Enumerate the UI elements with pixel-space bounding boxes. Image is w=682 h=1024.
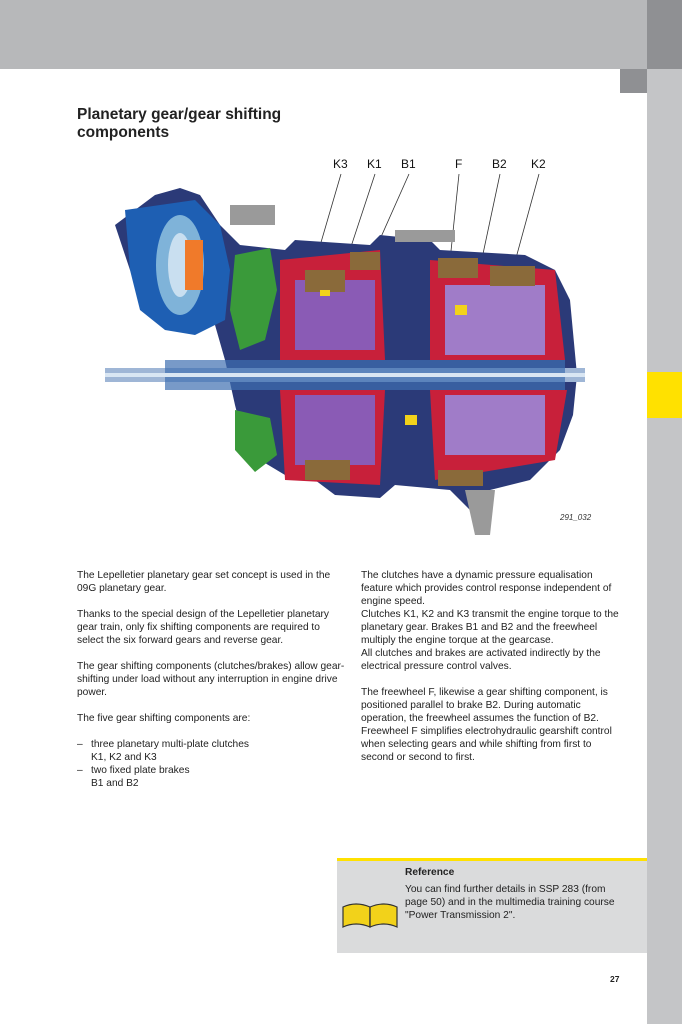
paragraph: Thanks to the special design of the Lepe… [77, 609, 330, 646]
label-f: F [455, 157, 462, 171]
page-number: 27 [610, 974, 620, 984]
paragraph: The gear shifting components (clutches/b… [77, 661, 345, 698]
header-notch [620, 69, 647, 93]
paragraph: The Lepelletier planetary gear set conce… [77, 570, 331, 594]
list-item-text: three planetary multi-plate clutches K1,… [91, 739, 249, 763]
paragraph: Clutches K1, K2 and K3 transmit the engi… [361, 609, 619, 646]
header-band [0, 0, 682, 69]
paragraph: The freewheel F, likewise a gear shiftin… [361, 687, 612, 763]
list-item: – two fixed plate brakes B1 and B2 [77, 764, 347, 790]
label-b2: B2 [492, 157, 507, 171]
paragraph: All clutches and brakes are activated in… [361, 648, 601, 672]
gearbox-cutaway-illustration: K3 K1 B1 F B2 K2 [105, 157, 585, 535]
chapter-tab [647, 372, 682, 418]
label-k3: K3 [333, 157, 348, 171]
reference-box: Reference You can find further details i… [337, 858, 647, 953]
paragraph: The clutches have a dynamic pressure equ… [361, 570, 612, 607]
page-title: Planetary gear/gear shifting components [77, 106, 282, 142]
paragraph: The five gear shifting components are: [77, 713, 251, 724]
margin-strip-top [647, 0, 682, 69]
reference-text: You can find further details in SSP 283 … [405, 884, 615, 921]
book-icon [342, 903, 398, 928]
label-k1: K1 [367, 157, 382, 171]
list-dash: – [77, 739, 83, 750]
figure-id: 291_032 [560, 513, 592, 522]
list-dash: – [77, 765, 83, 776]
reference-title: Reference [405, 867, 455, 878]
right-column: The clutches have a dynamic pressure equ… [361, 569, 623, 777]
list-item: – three planetary multi-plate clutches K… [77, 738, 347, 764]
list-item-text: two fixed plate brakes B1 and B2 [91, 765, 190, 789]
left-column: The Lepelletier planetary gear set conce… [77, 569, 347, 790]
label-b1: B1 [401, 157, 416, 171]
margin-strip [647, 0, 682, 1024]
label-k2: K2 [531, 157, 546, 171]
